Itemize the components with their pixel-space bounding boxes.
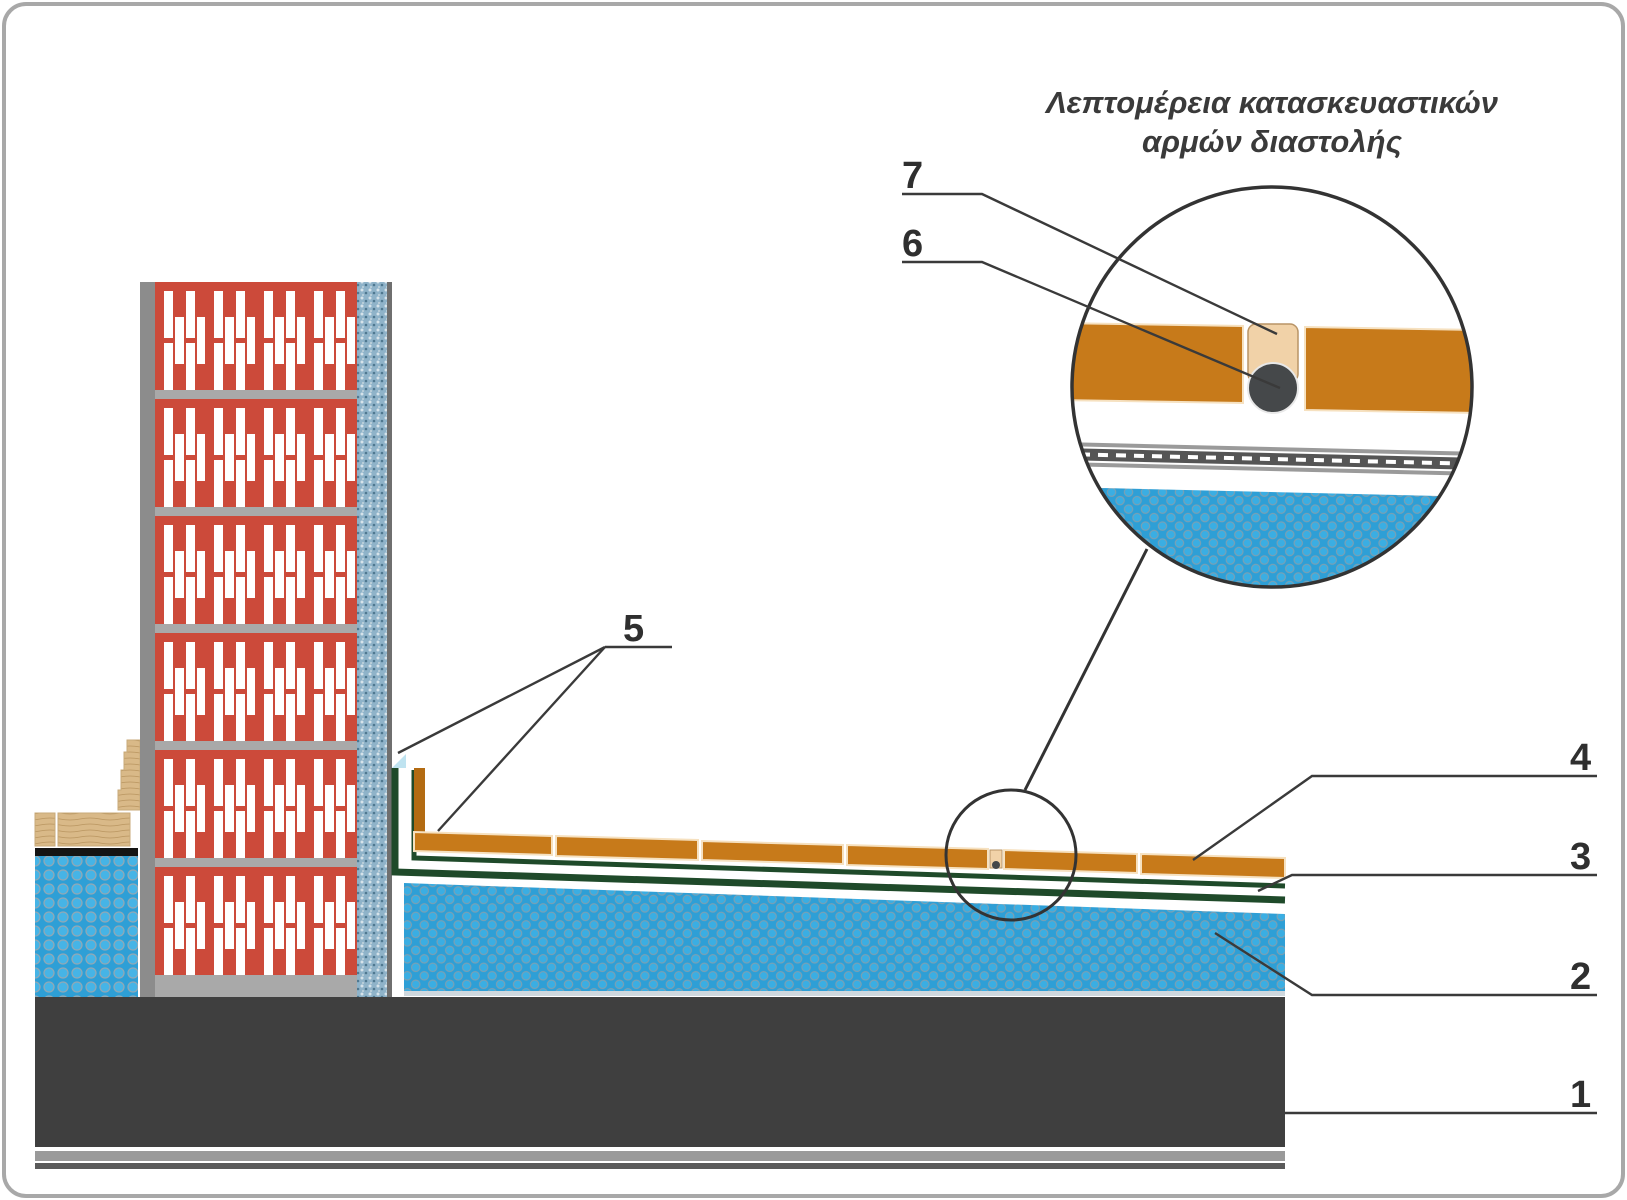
joint-backer-rod [992, 861, 1000, 869]
magnified-tile-right [1304, 325, 1472, 415]
leader-line-5a [397, 645, 606, 755]
leader-line-5b [437, 646, 606, 832]
detail-circle-small [944, 788, 1078, 922]
leader-line-7 [902, 192, 1278, 336]
exterior-membrane [35, 848, 138, 856]
tile [846, 843, 989, 871]
wall-left-edge [140, 282, 155, 997]
tile [555, 834, 699, 862]
concrete-slab [35, 997, 1285, 1147]
callout-2: 2 [1570, 956, 1591, 998]
leader-line-4 [1192, 774, 1597, 861]
detail-connector-line [1023, 548, 1149, 791]
membrane-upturn [391, 768, 1286, 904]
callout-7: 7 [902, 155, 923, 197]
leader-line-3 [1257, 873, 1597, 893]
tile [1140, 852, 1286, 880]
detail-magnified-view [1072, 187, 1472, 587]
callout-1: 1 [1570, 1074, 1591, 1116]
sealant-top [392, 754, 406, 768]
slab-base-strip [35, 1151, 1285, 1161]
wall-plaster [357, 282, 389, 997]
magnified-membrane-top [1072, 442, 1472, 456]
exterior-insulation [35, 855, 138, 997]
brick [155, 633, 357, 741]
callout-3: 3 [1570, 836, 1591, 878]
membrane-dashes [403, 772, 1286, 893]
skirting-tile [414, 768, 425, 832]
diagram-title-line1: Λεπτομέρεια κατασκευαστικών [1044, 85, 1498, 120]
magnified-membrane [1072, 448, 1472, 470]
brick [155, 867, 357, 975]
floor-insulation [404, 883, 1285, 991]
brick [155, 282, 357, 390]
brick [155, 399, 357, 507]
callout-4: 4 [1570, 737, 1591, 779]
leader-line-6 [902, 260, 1281, 390]
magnified-membrane-bottom [1072, 462, 1472, 476]
callout-5: 5 [623, 608, 644, 650]
brick [155, 516, 357, 624]
wall-plaster-edge [387, 282, 392, 997]
tile [701, 839, 844, 866]
diagram-title-line2: αρμών διαστολής [1142, 124, 1403, 159]
exterior-wood-piece [34, 812, 56, 847]
tile [1003, 848, 1138, 875]
detail-circle-large [1070, 185, 1474, 589]
floor-insulation-base [404, 991, 1285, 996]
exterior-wood-piece [57, 812, 131, 847]
tile-row [413, 830, 1286, 880]
magnified-backer-rod [1247, 362, 1299, 414]
magnified-membrane-dashes [1072, 452, 1472, 466]
tile [413, 830, 553, 857]
leader-line-2 [1214, 931, 1597, 997]
callout-6: 6 [902, 223, 923, 265]
slab-base-line [35, 1163, 1285, 1169]
magnified-tile-left [1072, 321, 1244, 405]
brick [155, 750, 357, 858]
